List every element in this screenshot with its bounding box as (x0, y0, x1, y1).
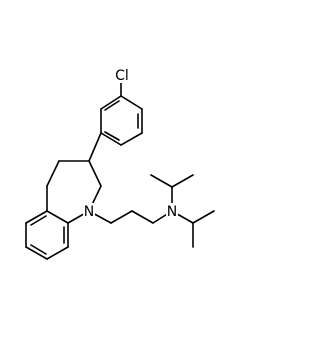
ring-nitrogen-atom-label: N (84, 204, 94, 220)
bond (46, 160, 60, 187)
bond (104, 131, 120, 141)
bond (46, 246, 69, 260)
bond (171, 174, 194, 188)
bond (192, 210, 215, 224)
bond (30, 215, 47, 226)
bond (104, 100, 120, 111)
bond (30, 244, 47, 255)
chlorine-atom-label: Cl (115, 68, 129, 84)
atom-labels: Cl N N (83, 67, 178, 220)
bond (120, 132, 143, 146)
bond (110, 210, 133, 224)
bond (100, 132, 122, 146)
bond (88, 160, 102, 187)
amine-nitrogen-atom-label: N (167, 204, 177, 220)
bond (120, 95, 143, 110)
bond (88, 132, 102, 162)
bond (46, 210, 69, 224)
bond (100, 95, 122, 110)
bond (131, 210, 154, 224)
bond (25, 246, 48, 260)
bonds (25, 80, 215, 260)
chemical-structure-diagram: Cl N N (25, 67, 215, 260)
bond (150, 174, 173, 188)
bond (25, 210, 48, 224)
